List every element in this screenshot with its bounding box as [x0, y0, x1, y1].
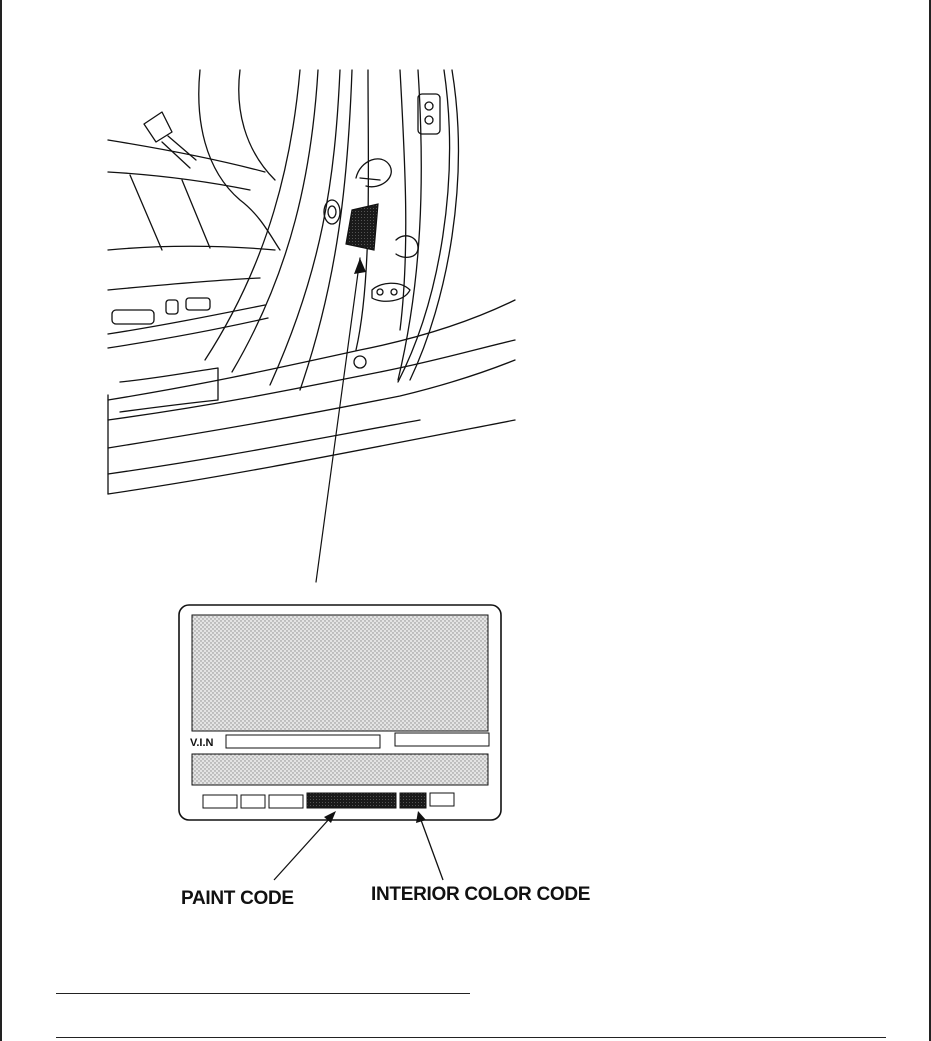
interior-color-code-box	[399, 792, 427, 809]
seat-drawing	[107, 69, 281, 349]
pointer-arrowhead	[354, 258, 366, 274]
interior-color-code-label: INTERIOR COLOR CODE	[371, 884, 591, 905]
footer-rule-short	[56, 993, 470, 994]
paint-code-box	[306, 792, 397, 809]
callout-leaders	[273, 817, 444, 881]
door-pillar-drawing	[107, 69, 516, 495]
vin-label: V.I.N	[190, 737, 214, 749]
interior-code-arrowhead	[416, 811, 426, 823]
label-plate	[178, 604, 502, 821]
paint-code-label: PAINT CODE	[181, 888, 294, 909]
label-sticker-on-jamb	[345, 203, 379, 251]
paint-code-arrowhead	[324, 811, 336, 823]
footer-rule-long	[56, 1037, 886, 1038]
pointer-line	[315, 257, 361, 583]
